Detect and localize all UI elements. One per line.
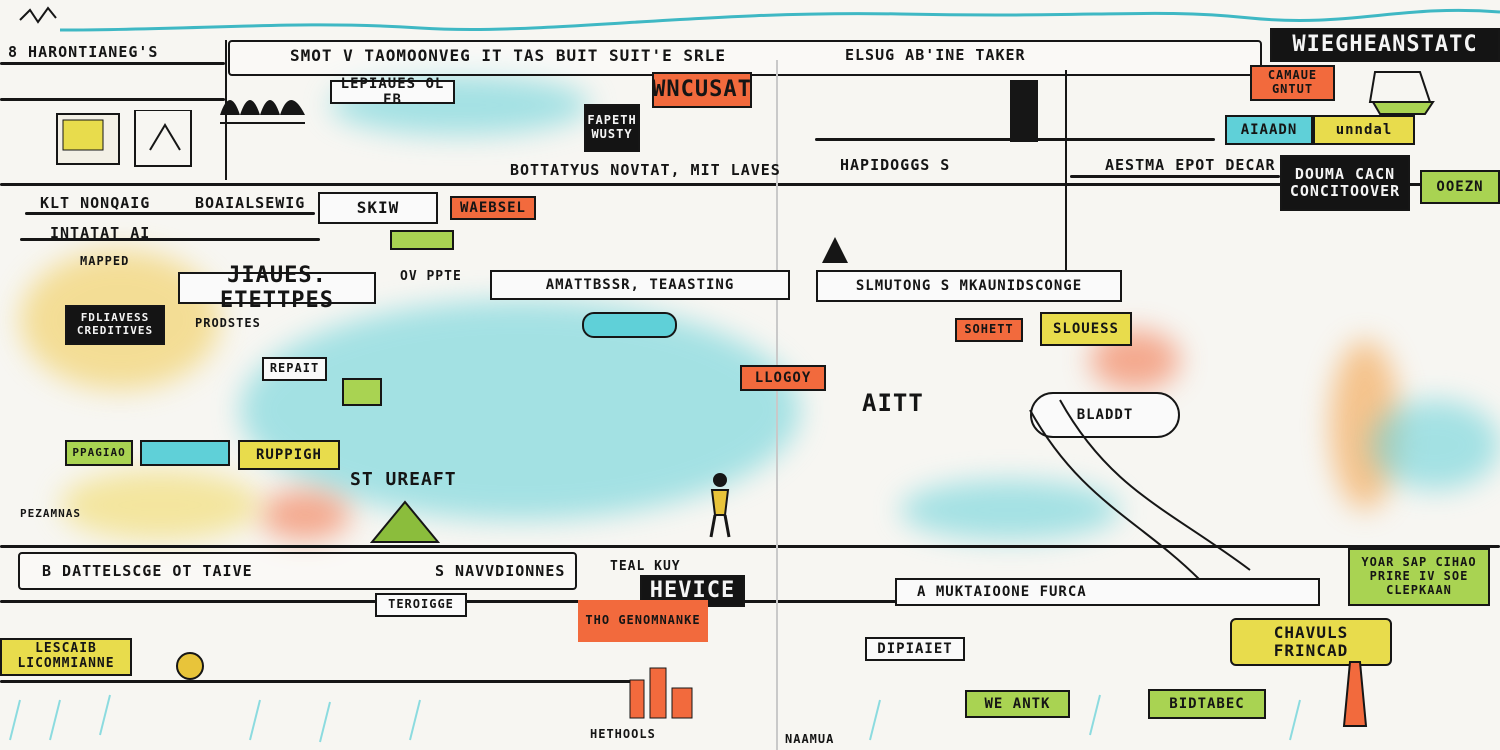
cyan-wash [1370,400,1500,490]
cyan-wash [240,300,800,520]
buildings-sketch-icon [629,667,693,719]
divider-line [0,183,1500,186]
label-box: SKIW [318,192,438,224]
orange-tag: WAEBSEL [450,196,536,220]
black-tag: FDLIAVESS CREDITIVES [65,305,165,345]
top-right-banner-text: ELSUG AB'INE TAKER [845,46,1026,64]
section-title-box: SLMUTONG S MKAUNIDSCONGE [816,270,1122,302]
top-banner-text: SMOT V TAOMOONVEG IT TAS BUIT SUIT'E SRL… [290,46,726,65]
divider-line [1065,70,1067,270]
oval-label: BLADDT [1030,392,1180,438]
cyan-tag [140,440,230,466]
section-heading: PEZAMNAS [20,507,81,520]
label-box: DIPIAIET [865,637,965,661]
yellow-tag: RUPPIGH [238,440,340,470]
orange-tag: CAMAUE GNTUT [1250,65,1335,101]
cyan-wash [900,480,1120,540]
orange-tag: THO GENOMNANKE [578,600,708,642]
section-heading: INTATAT AI [50,224,151,242]
divider-line [0,680,640,683]
trees-sketch-icon [220,100,305,124]
green-tag: YOAR SAP CIHAO PRIRE IV SOE CLEPKAAN [1348,548,1490,606]
divider-line [0,62,225,65]
monitor-sketch-icon [56,110,192,167]
orange-tag: WNCUSAT [652,72,752,108]
section-title-box: AMATTBSSR, TEAASTING [490,270,790,300]
label-box: REPAIT [262,357,327,381]
person-sketch-icon [709,473,731,538]
section-heading: TEAL KUY [610,559,681,574]
green-tag [342,378,382,406]
divider-line [0,98,225,101]
green-tag: OOEZN [1420,170,1500,204]
divider-line [1070,175,1280,178]
cone-sketch-icon [1342,661,1368,727]
bottom-banner-frame [18,552,577,590]
yellow-wash [60,470,260,540]
center-fold [776,60,778,750]
bottom-banner-text: B DATTELSCGE OT TAIVE [42,562,253,580]
section-heading: HETHOOLS [590,727,656,741]
divider-line [25,212,315,215]
black-tag: FAPETH WUSTY [584,104,640,152]
divider-line [0,545,1500,548]
rain-strokes-icon [9,694,1301,743]
section-heading: OV PPTE [400,269,462,284]
section-heading: AITT [862,389,924,417]
yellow-tag: CHAVULS FRINCAD [1230,618,1392,666]
title-tag: WIEGHEANSTATC [1270,28,1500,62]
yellow-tag: unndal [1313,115,1415,145]
green-tag: PPAGIAO [65,440,133,466]
section-title-box: JIAUES. ETETTPES [178,263,376,313]
section-heading: MAPPED [80,254,130,268]
cyan-tag: AIAADN [1225,115,1313,145]
orange-tag: LLOGOY [740,365,826,391]
black-tag: DOUMA CACN CONCITOOVER [1280,155,1410,211]
green-tag [390,230,454,250]
section-heading: HAPIDOGGS S [840,156,951,174]
tent-sketch-icon [370,500,440,543]
green-tag: WE ANTK [965,690,1070,718]
section-title-box: A MUKTAIOONE FURCA [895,578,1320,606]
section-heading: BOTTATYUS NOVTAT, MIT LAVES [510,161,781,179]
green-tag: BIDTABEC [1148,689,1266,719]
orange-tag: SOHETT [955,318,1023,342]
section-heading: PRODSTES [195,316,261,330]
section-heading: ST UREAFT [350,469,457,490]
section-heading: KLT NONQAIG [40,194,151,212]
top-left-heading: 8 HARONTIANEG'S [8,43,159,61]
label-box: TEROIGGE [375,593,467,617]
label-box: LEPIAUES OL EB [330,76,455,108]
orange-wash [260,490,350,540]
yellow-tag: SLOUESS [1040,312,1132,346]
wave-line-icon [19,6,1500,32]
section-heading: NAAMUA [785,732,835,746]
smiley-sketch-icon [176,652,204,680]
cyan-tag [582,312,677,338]
tent-sketch-icon [822,237,848,263]
road-sketch-icon [1029,399,1251,580]
section-heading: S NAVVDIONNES [435,562,566,580]
flag-sketch-icon [1010,80,1038,142]
divider-line [20,238,320,241]
section-heading: AESTMA EPOT DECAR [1105,156,1276,174]
section-heading: BOAIALSEWIG [195,194,306,212]
yellow-tag: LESCAIB LICOMMIANNE [0,638,132,676]
boat-sketch-icon [1368,71,1435,115]
